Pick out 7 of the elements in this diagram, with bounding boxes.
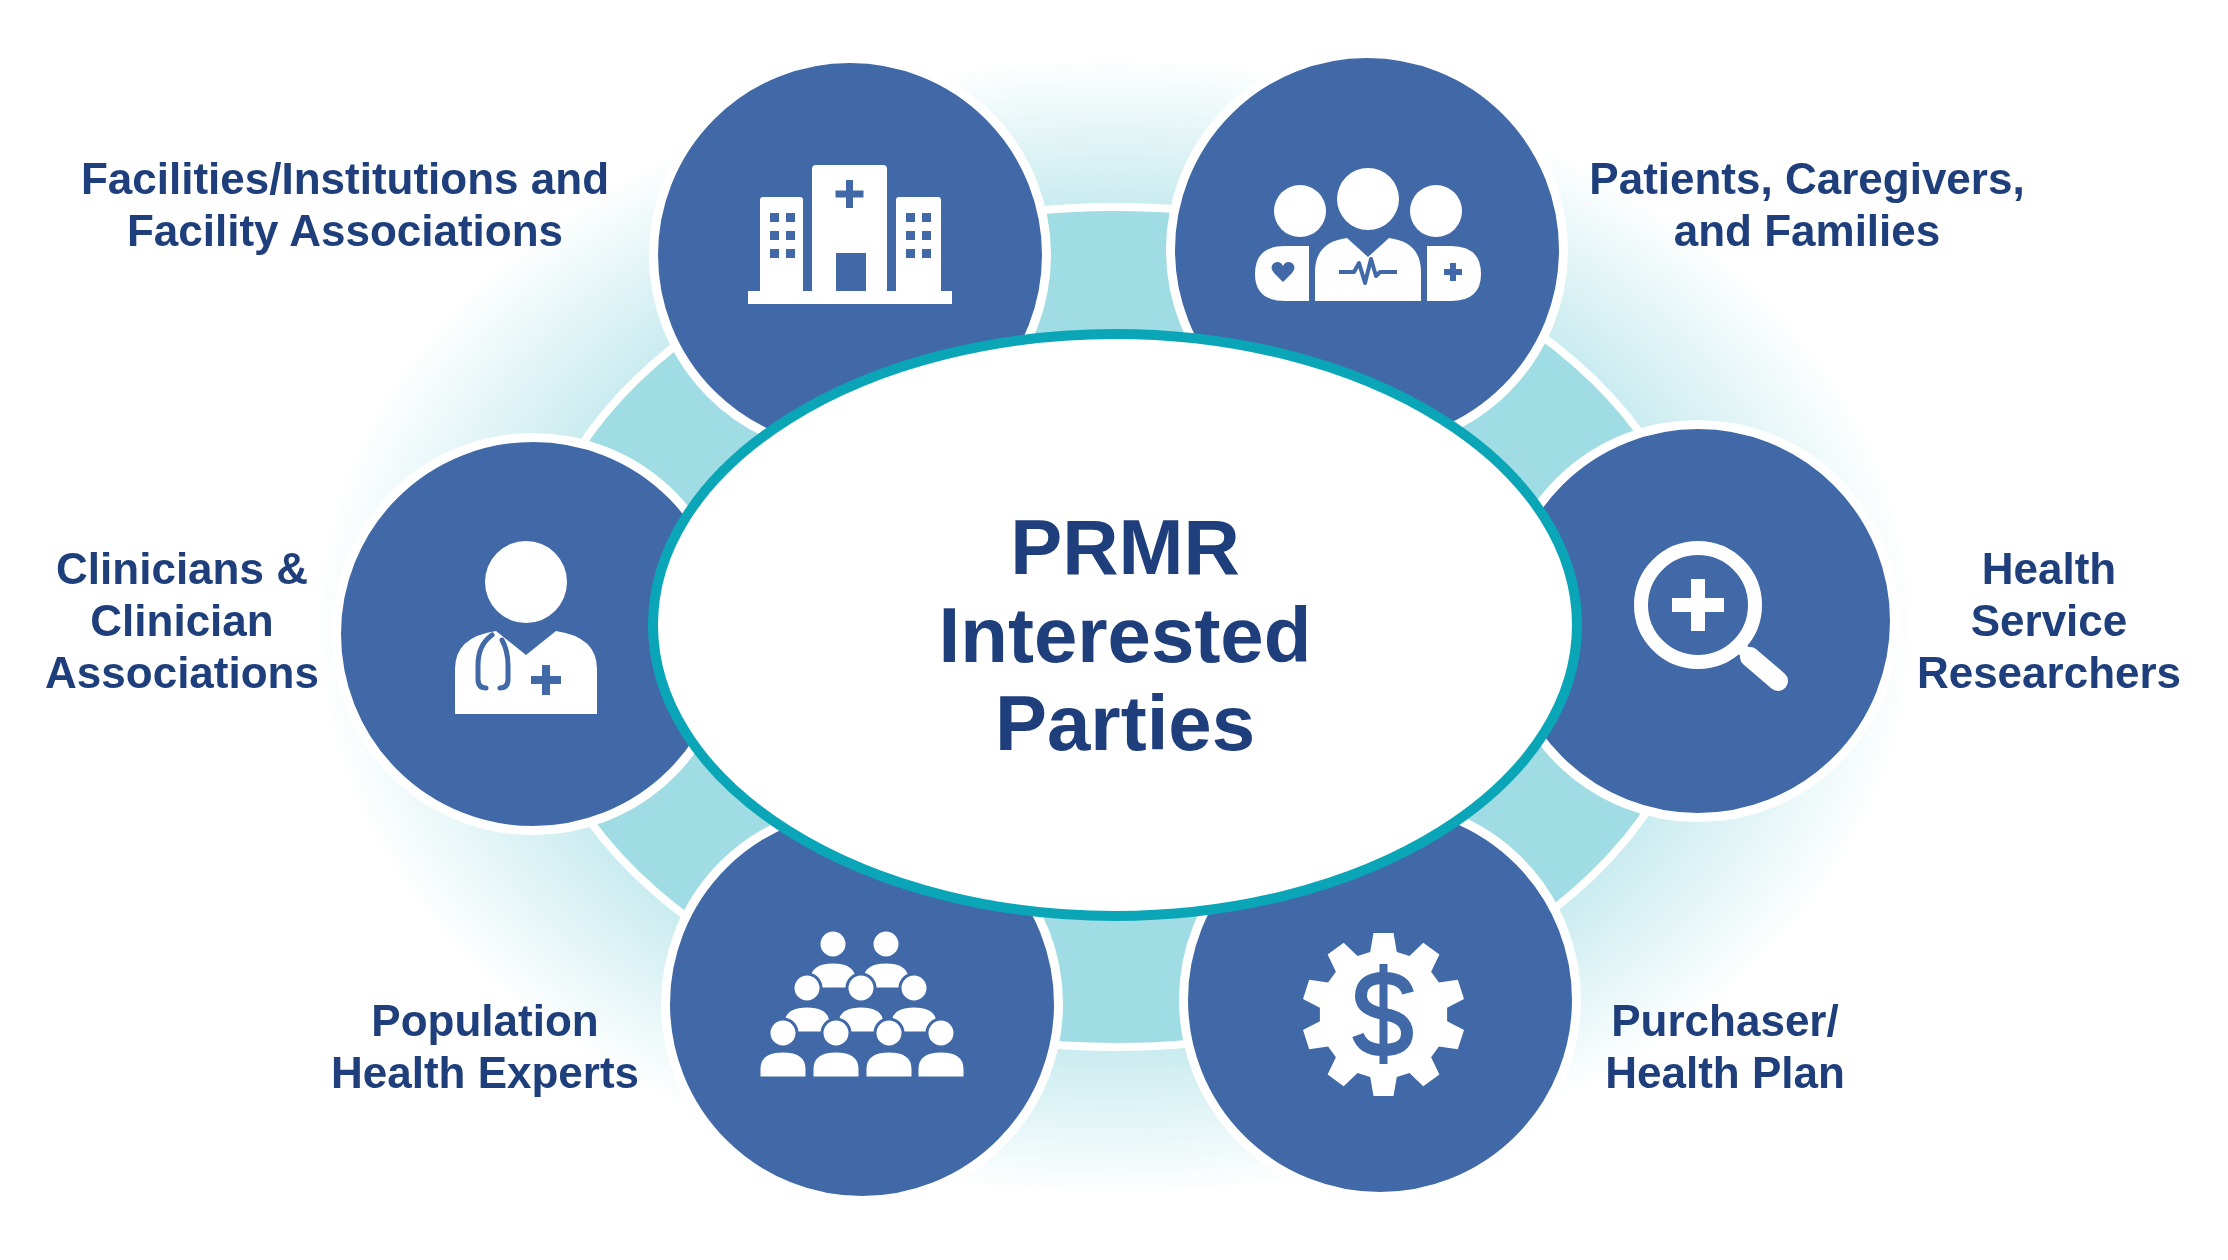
circle-label: Health Service Researchers <box>1915 543 2183 699</box>
circle-label: Patients, Caregivers, and Families <box>1588 153 2026 257</box>
center-title: PRMR Interested Parties <box>937 503 1313 767</box>
circle-label: Population Health Experts <box>329 995 641 1099</box>
circle-label: Clinicians & Clinician Associations <box>44 543 320 699</box>
circle-label: Purchaser/ Health Plan <box>1604 995 1846 1099</box>
circle-label: Facilities/Institutions and Facility Associations <box>79 153 611 257</box>
